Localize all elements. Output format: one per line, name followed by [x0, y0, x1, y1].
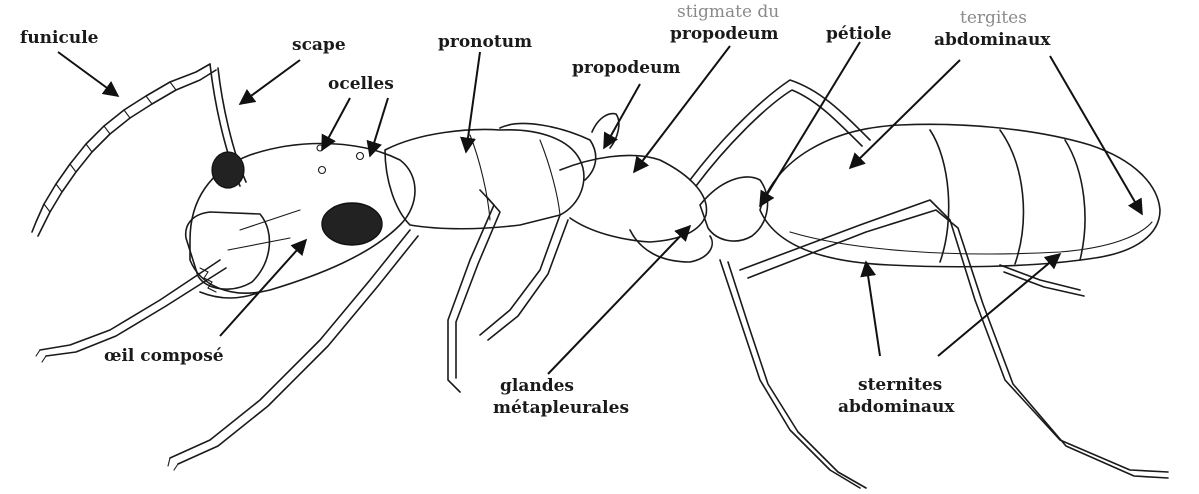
scape-arrow	[240, 60, 300, 104]
tergites-arrow-1	[850, 60, 960, 168]
label-tergites-line2: abdominaux	[934, 30, 1050, 50]
glandes-arrow	[548, 226, 690, 374]
label-pronotum: pronotum	[438, 32, 532, 52]
propodeum-arrow	[604, 84, 640, 148]
label-scape: scape	[292, 35, 346, 55]
label-propodeum: propodeum	[572, 58, 680, 78]
ocelles-arrow-2	[370, 98, 388, 156]
label-glandes-line1: glandes	[500, 376, 574, 396]
petiole-arrow	[760, 42, 860, 206]
tergites-arrow-2	[1050, 56, 1142, 214]
label-petiole: pétiole	[826, 24, 892, 44]
label-stigmate-line2: propodeum	[670, 24, 778, 44]
sternites-arrow-1	[866, 262, 880, 356]
mesosoma	[385, 114, 712, 262]
label-oeil-compose: œil composé	[104, 346, 224, 366]
head	[186, 144, 415, 298]
label-sternites-line2: abdominaux	[838, 397, 954, 417]
label-glandes-line2: métapleurales	[493, 398, 629, 418]
label-sternites-line1: sternites	[858, 375, 942, 395]
funicule-arrow	[58, 52, 118, 96]
label-stigmate-line1: stigmate du	[677, 2, 779, 22]
antenna-funicule	[32, 64, 216, 236]
pronotum-arrow	[466, 52, 480, 152]
ocelles-arrow-1	[322, 98, 350, 150]
label-tergites-line1: tergites	[960, 8, 1027, 28]
gaster	[760, 124, 1160, 266]
sternites-arrow-2	[938, 254, 1060, 356]
label-ocelles: ocelles	[328, 74, 394, 94]
label-funicule: funicule	[20, 28, 98, 48]
petiole	[700, 177, 768, 241]
